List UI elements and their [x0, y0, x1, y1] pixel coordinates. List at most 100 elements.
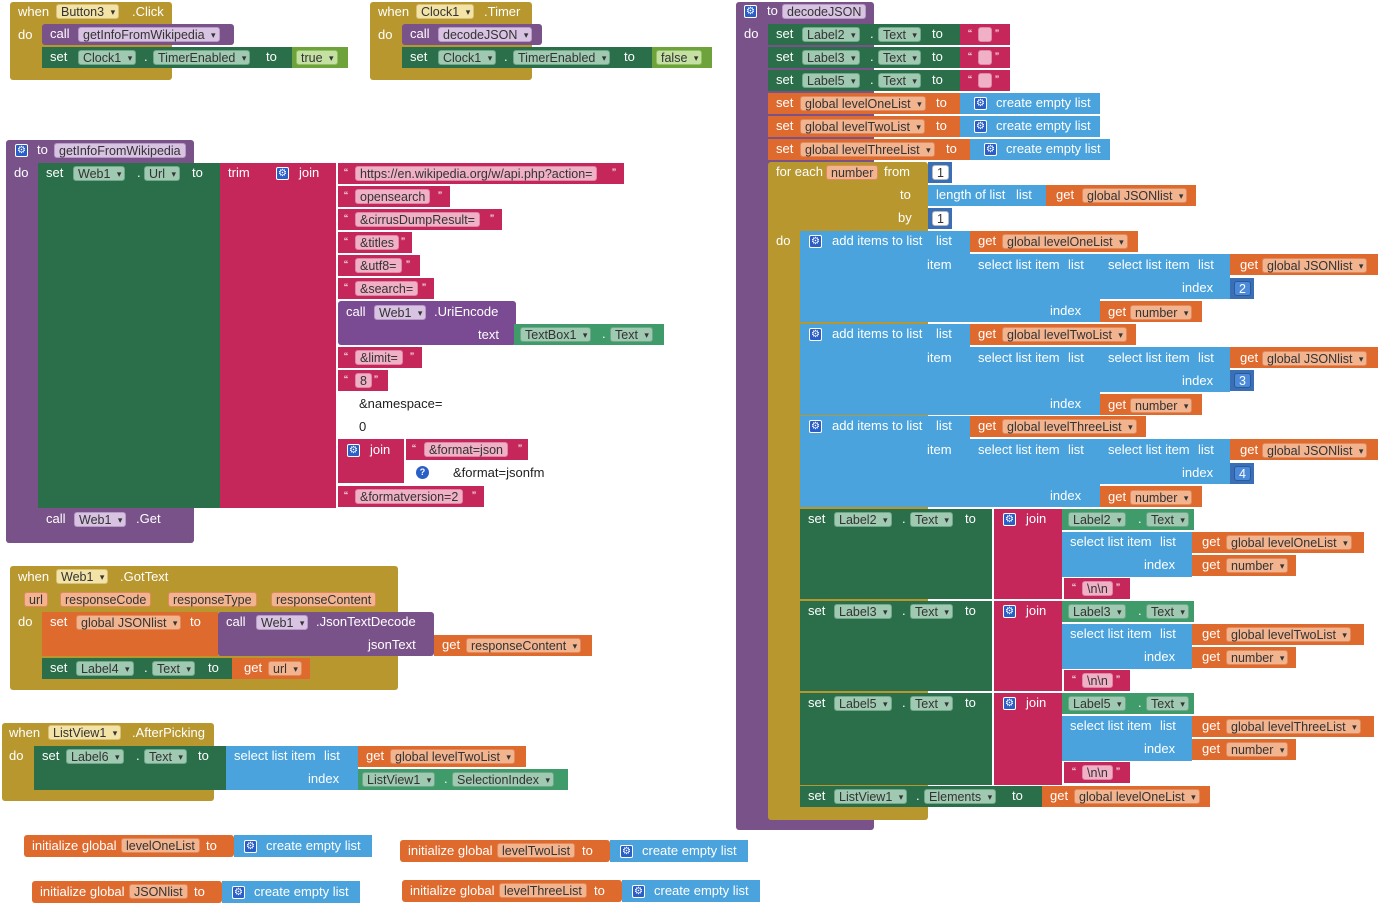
disabled-namespace-text[interactable]: &namespace= — [359, 396, 443, 411]
global-levelonelist-dropdown[interactable]: global levelOneList — [1002, 234, 1128, 250]
get-global-jsonlist-length[interactable]: get global JSONlist — [1046, 185, 1196, 206]
number-four[interactable]: 4 — [1230, 463, 1254, 484]
set-web1-url-block[interactable]: set Web1 . Url to — [38, 163, 220, 508]
false-dropdown[interactable]: false — [656, 50, 703, 66]
mutator-gear-icon[interactable]: ⚙ — [744, 5, 757, 18]
set-listview1-elements[interactable]: set ListView1 . Elements to — [800, 786, 1042, 807]
text-format-json-value[interactable]: &format=json — [424, 442, 508, 457]
text-eight[interactable]: “ 8 ” — [338, 370, 388, 391]
get-number-6[interactable]: get number — [1192, 739, 1296, 760]
set-global-levelthreelist-empty[interactable]: set global levelThreeList to — [768, 139, 970, 160]
text-newline-1[interactable]: “ \n\n ” — [1064, 578, 1130, 599]
set-clock1-timerenabled-false[interactable]: set Clock1 . TimerEnabled to — [402, 47, 652, 68]
mutator-gear-icon[interactable]: ⚙ — [1003, 513, 1016, 526]
text-empty-value[interactable] — [978, 50, 992, 65]
number-three[interactable]: 3 — [1230, 370, 1254, 391]
text-formatversion[interactable]: “ &formatversion=2 ” — [338, 486, 484, 507]
set-label2-text-join[interactable]: set Label2 . Text to — [800, 509, 992, 599]
get-number-2[interactable]: get number — [1100, 394, 1202, 415]
text-utf8[interactable]: “ &utf8= ” — [338, 255, 420, 276]
get-global-levelthreelist-a[interactable]: get global levelThreeList — [970, 416, 1146, 437]
get-global-levelthreelist-b[interactable]: get global levelThreeList — [1192, 716, 1374, 737]
mutator-gear-icon[interactable]: ⚙ — [974, 120, 987, 133]
text-newline-value[interactable]: \n\n — [1082, 673, 1113, 688]
web1-event-dropdown[interactable]: Web1 — [56, 569, 109, 585]
mutator-gear-icon[interactable]: ⚙ — [276, 167, 289, 180]
init-global-levelonelist[interactable]: initialize global levelOneList to — [24, 835, 234, 857]
mutator-gear-icon[interactable]: ⚙ — [632, 885, 645, 898]
timerenabled-dropdown[interactable]: TimerEnabled — [513, 50, 611, 66]
url-var-dropdown[interactable]: url — [268, 661, 302, 677]
label2-text-getter[interactable]: Label2 . Text — [1062, 509, 1194, 530]
text-prop-dropdown[interactable]: Text — [1146, 696, 1189, 712]
global-leveltwolist-dropdown[interactable]: global levelTwoList — [390, 749, 515, 765]
call-decodejson-block[interactable]: call decodeJSON — [402, 24, 542, 45]
label3-dropdown[interactable]: Label3 — [1068, 604, 1126, 620]
mutator-gear-icon[interactable]: ⚙ — [1003, 697, 1016, 710]
decodejson-proc-name[interactable]: decodeJSON — [782, 4, 867, 19]
web1-dropdown[interactable]: Web1 — [73, 166, 126, 182]
select-list-item-3a[interactable]: select list item list index — [970, 439, 1100, 507]
get-global-levelonelist-b[interactable]: get global levelOneList — [1192, 532, 1364, 553]
text-prop-dropdown[interactable]: Text — [910, 604, 953, 620]
text-titles[interactable]: “ &titles ” — [338, 232, 412, 253]
create-empty-list-c[interactable]: ⚙ create empty list — [970, 139, 1110, 160]
number-four-value[interactable]: 4 — [1234, 466, 1251, 481]
number-var-dropdown[interactable]: number — [1130, 305, 1193, 321]
selectionindex-dropdown[interactable]: SelectionIndex — [452, 772, 555, 788]
decodejson-proc-dropdown[interactable]: decodeJSON — [438, 27, 533, 43]
text-prop-dropdown[interactable]: Text — [144, 749, 187, 765]
web1-dropdown[interactable]: Web1 — [374, 305, 427, 321]
get-number-4[interactable]: get number — [1192, 555, 1296, 576]
true-dropdown[interactable]: true — [296, 50, 338, 66]
create-empty-list-a[interactable]: ⚙ create empty list — [960, 93, 1100, 114]
mutator-gear-icon[interactable]: ⚙ — [620, 845, 633, 858]
number-var-dropdown[interactable]: number — [1130, 490, 1193, 506]
add-items-levelthreelist[interactable]: ⚙ add items to list list item — [800, 416, 970, 507]
number-from-value[interactable]: 1 — [932, 165, 949, 180]
text-empty-value[interactable] — [978, 27, 992, 42]
listview1-dropdown[interactable]: ListView1 — [834, 789, 908, 805]
set-global-leveltwolist-empty[interactable]: set global levelTwoList to — [768, 116, 960, 137]
join-label5[interactable]: ⚙ join — [994, 693, 1062, 785]
text-newline-value[interactable]: \n\n — [1082, 765, 1113, 780]
number-two[interactable]: 2 — [1230, 278, 1254, 299]
global-jsonlist-dropdown[interactable]: global JSONlist — [76, 615, 182, 631]
text-newline-3[interactable]: “ \n\n ” — [1064, 762, 1130, 783]
global-jsonlist-dropdown[interactable]: global JSONlist — [1082, 188, 1188, 204]
text-formatversion-value[interactable]: &formatversion=2 — [355, 489, 464, 504]
text-search[interactable]: “ &search= ” — [338, 278, 434, 299]
join-label3[interactable]: ⚙ join — [994, 601, 1062, 691]
global-leveltwolist-dropdown[interactable]: global levelTwoList — [1002, 327, 1127, 343]
label2-dropdown[interactable]: Label2 — [802, 27, 860, 43]
number-by-value[interactable]: 1 — [932, 211, 949, 226]
number-three-value[interactable]: 3 — [1234, 373, 1251, 388]
text-prop-dropdown[interactable]: Text — [1146, 512, 1189, 528]
select-list-item-3b[interactable]: select list item list index — [1100, 439, 1230, 484]
text-empty-1[interactable]: “ ” — [960, 24, 1010, 45]
get-global-leveltwolist[interactable]: get global levelTwoList — [358, 746, 526, 767]
global-leveltwolist-dropdown[interactable]: global levelTwoList — [800, 119, 925, 135]
mutator-gear-icon[interactable]: ⚙ — [809, 328, 822, 341]
init-global-leveltwolist[interactable]: initialize global levelTwoList to — [400, 840, 610, 862]
set-label5-text-empty[interactable]: set Label5 . Text to — [768, 70, 960, 91]
init-global-jsonlist[interactable]: initialize global JSONlist to — [32, 881, 222, 903]
set-label5-text-join[interactable]: set Label5 . Text to — [800, 693, 992, 785]
mutator-gear-icon[interactable]: ⚙ — [974, 97, 987, 110]
select-list-item-l3[interactable]: select list item list index — [1062, 624, 1192, 669]
set-label3-text-join[interactable]: set Label3 . Text to — [800, 601, 992, 691]
select-list-item-2b[interactable]: select list item list index — [1100, 347, 1230, 392]
text-opensearch-value[interactable]: opensearch — [355, 189, 431, 204]
text-search-value[interactable]: &search= — [355, 281, 419, 296]
get-global-jsonlist-2[interactable]: get global JSONlist — [1230, 347, 1378, 368]
web1-dropdown[interactable]: Web1 — [74, 512, 127, 528]
text-utf8-value[interactable]: &utf8= — [355, 258, 402, 273]
set-label4-text[interactable]: set Label4 . Text to — [42, 658, 232, 679]
label4-dropdown[interactable]: Label4 — [76, 661, 134, 677]
select-list-item-label6[interactable]: select list item list index — [226, 746, 358, 790]
clock1-dropdown[interactable]: Clock1 — [438, 50, 497, 66]
text-prop-dropdown[interactable]: Text — [878, 50, 921, 66]
text-format-json[interactable]: “ &format=json ” — [406, 439, 528, 460]
clock1-dropdown[interactable]: Clock1 — [78, 50, 137, 66]
responsecontent-dropdown[interactable]: responseContent — [466, 638, 582, 654]
